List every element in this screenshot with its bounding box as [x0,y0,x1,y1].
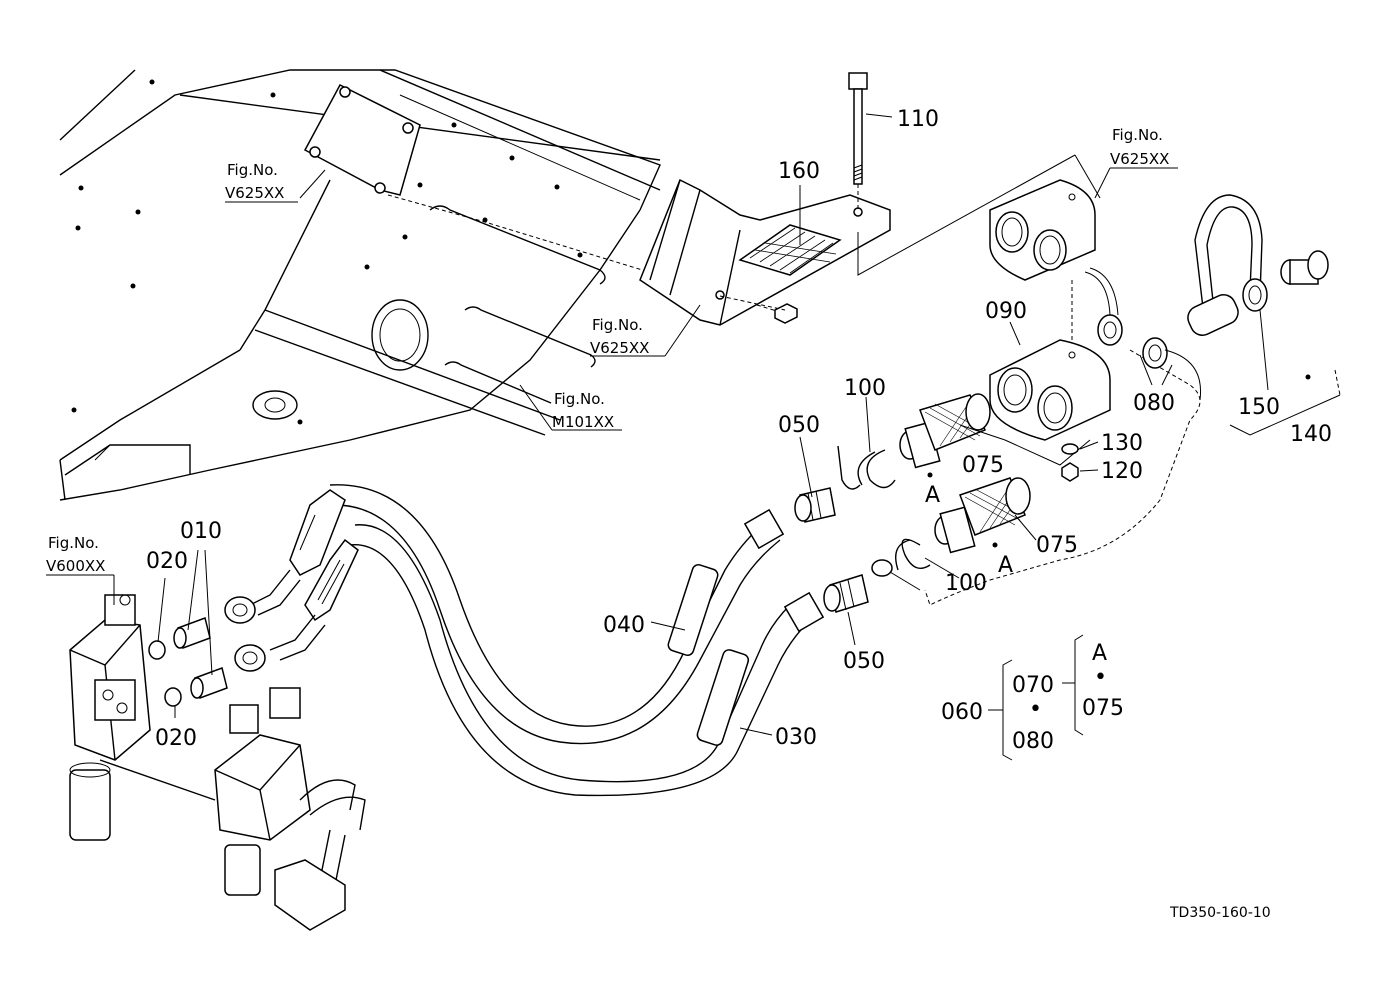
part-label-020-lower: 020 [155,726,197,751]
kit-sub-a: A [1092,641,1107,666]
adapter-050-lower [823,574,869,613]
nut-washer-120-130 [1061,443,1079,482]
control-valve-drawing [69,594,366,931]
snap-rings-100 [837,445,931,591]
part-label-075-upper: 075 [962,453,1004,478]
fig-ref-prefix: Fig.No. [1112,126,1163,144]
part-label-160: 160 [778,159,820,184]
leader-lines [46,113,1269,736]
kit-sub-dot: • [1094,665,1107,690]
fig-ref-code: V625XX [1110,150,1169,168]
fig-ref-prefix: Fig.No. [227,161,278,179]
hose-040 [329,484,785,745]
kit-item-070: 070 [1012,673,1054,698]
fig-ref-code: M101XX [552,413,614,431]
fig-ref-code: V625XX [225,184,284,202]
fig-ref-prefix: Fig.No. [48,534,99,552]
dust-caps-080 [1084,267,1202,401]
connector-label-a-upper: A [925,483,940,508]
diagram-code: TD350-160-10 [1169,905,1271,921]
kit-sub-075: 075 [1082,696,1124,721]
kit-item-080: 080 [1012,729,1054,754]
connector-label-a-lower: A [998,553,1013,578]
kit-dot-mid: • [1029,697,1042,722]
fig-ref-code: V625XX [590,339,649,357]
part-number-labels: 110 160 090 080 150 140 100 050 075 130 … [146,107,1332,751]
part-label-020-upper: 020 [146,549,188,574]
part-label-050-upper: 050 [778,413,820,438]
part-label-100-lower: 100 [945,571,987,596]
part-label-130: 130 [1101,431,1143,456]
hose-030 [349,524,825,797]
coupler-holder-upper-drawing [989,179,1096,350]
adapter-050-upper [794,487,836,523]
tractor-frame-drawing [59,69,781,501]
kit-legend-brackets [988,634,1084,761]
friction-pad-hatch [749,227,837,274]
part-label-050-lower: 050 [843,649,885,674]
coupler-075-lower [934,477,1031,554]
kit-label-060: 060 [941,700,983,725]
part-label-140: 140 [1290,422,1332,447]
reference-lines [857,154,1341,606]
part-label-075-lower: 075 [1036,533,1078,558]
fig-ref-prefix: Fig.No. [592,316,643,334]
part-label-150: 150 [1238,395,1280,420]
part-label-030: 030 [775,725,817,750]
part-label-090: 090 [985,299,1027,324]
bolt-110-drawing [848,72,868,212]
coupler-holder-lower-drawing [989,339,1111,441]
part-label-110: 110 [897,107,939,132]
part-label-120: 120 [1101,459,1143,484]
figure-references: Fig.No. V625XX Fig.No. V625XX Fig.No. V6… [46,126,1169,575]
part-label-040: 040 [603,613,645,638]
kit-legend: 060 070 • 080 A • 075 [941,641,1124,754]
fig-ref-prefix: Fig.No. [554,390,605,408]
lock-pin-drawing [1187,194,1268,336]
mounting-bracket-drawing [639,178,891,326]
part-label-080: 080 [1133,391,1175,416]
part-label-100-upper: 100 [844,376,886,401]
coupler-075-upper [899,393,991,478]
fig-ref-code: V600XX [46,557,105,575]
plug-fitting-140 [1280,250,1329,380]
part-label-010: 010 [180,519,222,544]
hose-end-fittings [148,489,359,707]
